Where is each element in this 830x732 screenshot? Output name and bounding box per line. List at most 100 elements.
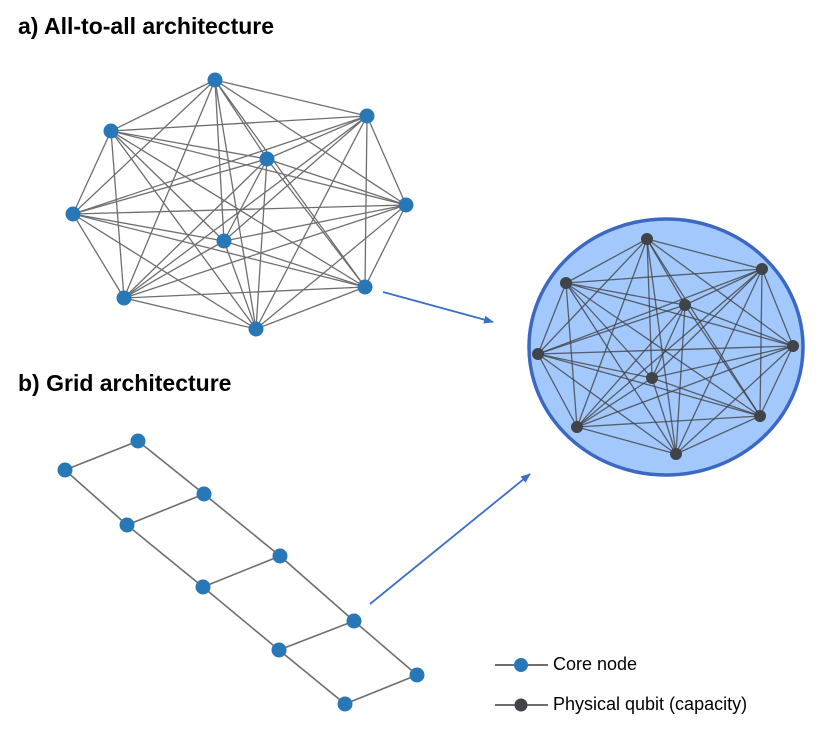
grid-edge (278, 649, 346, 705)
legend-physical-qubit-label: Physical qubit (capacity) (553, 694, 748, 714)
qubit-edge (651, 377, 677, 455)
arrow-to-capacity-from-a (382, 291, 494, 324)
core-node (130, 433, 146, 449)
all-to-all-edge (110, 115, 368, 132)
physical-qubit (571, 421, 583, 433)
all-to-all-edge (366, 115, 407, 206)
core-node (116, 290, 132, 306)
all-to-all-edge (223, 158, 268, 242)
all-to-all-edge (110, 130, 268, 160)
grid-edge (137, 440, 205, 495)
qubit-edge (537, 238, 648, 355)
qubit-edge (675, 415, 761, 455)
qubit-edge (651, 345, 794, 379)
core-node (409, 667, 425, 683)
all-to-all-edge (123, 286, 366, 299)
core-node (272, 548, 288, 564)
all-to-all-edge (223, 240, 257, 330)
core-node (196, 486, 212, 502)
all-to-all-edge (214, 79, 407, 206)
grid-edge (202, 586, 280, 651)
all-to-all-edge (72, 213, 257, 330)
physical-qubit (754, 410, 766, 422)
qubit-edge (565, 282, 686, 306)
core-node (357, 279, 373, 295)
qubit-edge (759, 268, 763, 417)
grid-edge (126, 493, 205, 526)
core-node (216, 233, 232, 249)
core-node (271, 642, 287, 658)
grid-edge (203, 493, 281, 557)
qubit-edge (565, 238, 648, 284)
qubit-edge (684, 268, 763, 306)
all-to-all-edge (123, 204, 407, 299)
qubit-edge (576, 377, 653, 428)
grid-edge (353, 620, 418, 676)
all-to-all-edge (214, 79, 257, 330)
core-node (65, 206, 81, 222)
core-node (346, 613, 362, 629)
qubit-edge (646, 238, 653, 379)
core-node (103, 123, 119, 139)
all-to-all-edge (255, 115, 368, 330)
all-to-all-edge (110, 79, 216, 132)
qubit-edge (675, 304, 686, 455)
physical-qubit (560, 277, 572, 289)
grid-edge (64, 469, 128, 526)
panel-b-title: b) Grid architecture (18, 370, 232, 396)
all-to-all-edge (255, 204, 407, 330)
panel-a-title: a) All-to-all architecture (18, 13, 275, 39)
all-to-all-edge (72, 79, 216, 215)
qubit-edge (576, 304, 686, 428)
all-to-all-edge (72, 158, 268, 215)
core-node (259, 151, 275, 167)
qubit-edge (537, 353, 653, 379)
grid-edge (344, 674, 418, 705)
qubit-edge (576, 426, 677, 455)
all-to-all-edge (110, 130, 257, 330)
legend-core-icon (514, 658, 528, 672)
all-to-all-edge (364, 115, 368, 288)
qubit-edge (537, 353, 578, 428)
physical-qubit (670, 448, 682, 460)
qubit-edge (646, 238, 677, 455)
qubit-edge (537, 282, 567, 355)
core-node (119, 517, 135, 533)
all-to-all-edge (214, 79, 225, 242)
all-to-all-edge (123, 158, 268, 299)
legend-qubit-icon (514, 698, 528, 712)
all-to-all-edge (72, 213, 366, 288)
all-to-all-edge (255, 158, 268, 330)
physical-qubit (532, 348, 544, 360)
qubit-edge (576, 415, 761, 428)
all-to-all-edge (123, 115, 368, 299)
all-to-all-edge (123, 240, 225, 299)
physical-qubit (787, 340, 799, 352)
qubit-edge (565, 282, 677, 455)
all-to-all-edge (72, 115, 368, 215)
all-to-all-edge (214, 79, 268, 160)
core-node (195, 579, 211, 595)
all-to-all-edge (223, 240, 366, 288)
zoom-arrows (369, 291, 531, 605)
grid-edge (64, 440, 139, 471)
qubit-edge (537, 353, 677, 455)
qubit-edge (537, 345, 794, 355)
qubit-edge (684, 304, 794, 347)
all-to-all-edge (123, 79, 216, 299)
physical-qubit (679, 299, 691, 311)
qubit-edge (576, 268, 763, 428)
all-to-all-edge (123, 297, 257, 330)
qubit-edge (537, 304, 686, 355)
core-node (207, 72, 223, 88)
all-to-all-edge (110, 130, 125, 299)
qubit-edge (565, 268, 763, 284)
qubit-edge (576, 345, 794, 428)
qubit-edge (684, 304, 761, 417)
qubit-edge (759, 345, 794, 417)
physical-qubit (646, 372, 658, 384)
all-to-all-edge (110, 130, 225, 242)
all-to-all-edge (266, 158, 407, 206)
qubit-edge (675, 268, 763, 455)
all-to-all-edge (255, 286, 366, 330)
